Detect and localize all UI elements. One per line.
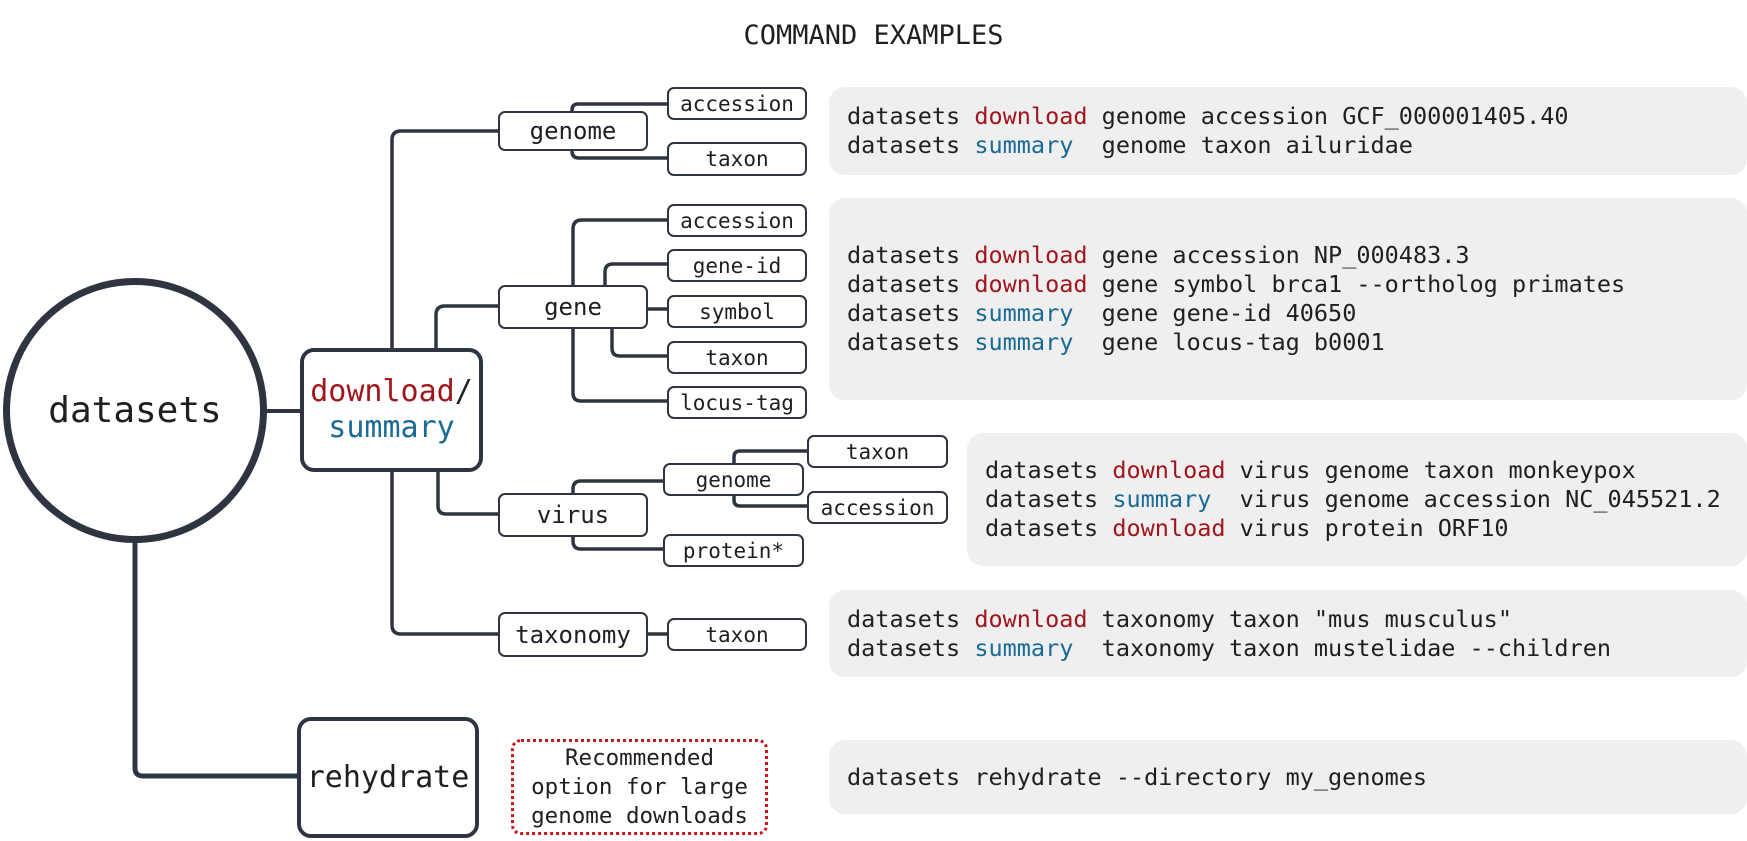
command-args: virus protein ORF10 [1225,514,1509,542]
command-line: datasets summary gene gene-id 40650 [847,299,1747,328]
gene-taxon-node: taxon [667,341,807,374]
command-args: virus genome accession NC_045521.2 [1211,485,1721,513]
gene-commands-panel: datasets download gene accession NP_0004… [829,198,1747,400]
command-prefix: datasets [847,299,975,327]
command-verb: download [974,102,1088,130]
virus-genome-taxon-label: taxon [845,439,910,464]
command-args: gene symbol brca1 --ortholog primates [1087,270,1626,298]
gene-accession-label: accession [680,208,794,233]
command-prefix: datasets [985,514,1113,542]
gene-taxon-label: taxon [705,345,769,370]
virus-genome-accession-node: accession [807,491,948,524]
taxonomy-taxon-label: taxon [705,622,769,647]
command-line: datasets download gene accession NP_0004… [847,241,1747,270]
gene-label: gene [544,293,602,321]
command-line: datasets download virus protein ORF10 [985,514,1747,543]
command-verb: download [1112,456,1226,484]
genome-label: genome [529,117,617,145]
genome-taxon-node: taxon [667,142,807,176]
command-verb: summary [974,299,1074,327]
command-args: genome taxon ailuridae [1073,131,1413,159]
command-prefix: datasets [847,633,975,662]
gene-symbol-label: symbol [699,299,775,324]
download-summary-node: download/ summary [300,348,483,472]
command-line: datasets summary taxonomy taxon mustelid… [847,634,1747,663]
virus-genome-accession-label: accession [820,495,935,520]
command-line: datasets download genome accession GCF_0… [847,102,1747,131]
command-args: taxonomy taxon "mus musculus" [1087,604,1512,633]
command-args: gene accession NP_000483.3 [1087,241,1470,269]
gene-accession-node: accession [667,204,807,237]
command-args: genome accession GCF_000001405.40 [1087,102,1569,130]
virus-protein-label: protein* [682,538,785,563]
command-verb: summary [974,633,1074,662]
command-prefix: datasets rehydrate --directory my_genome… [847,762,1428,791]
hub-line-1: download/ [310,374,473,410]
command-verb: summary [1112,485,1212,513]
command-prefix: datasets [985,456,1113,484]
taxonomy-node: taxonomy [498,612,648,657]
command-prefix: datasets [847,102,975,130]
command-prefix: datasets [847,241,975,269]
rehydrate-node: rehydrate [297,717,479,838]
slash-label: / [454,374,473,409]
download-label: download [310,374,455,409]
virus-label: virus [536,501,610,529]
command-args: gene gene-id 40650 [1073,299,1357,327]
gene-symbol-node: symbol [667,295,807,328]
rehydrate-commands-panel: datasets rehydrate --directory my_genome… [829,740,1747,814]
command-verb: summary [974,131,1074,159]
command-prefix: datasets [847,328,975,356]
command-line: datasets download taxonomy taxon "mus mu… [847,605,1747,634]
genome-commands-panel: datasets download genome accession GCF_0… [829,87,1747,175]
command-verb: download [974,604,1088,633]
virus-genome-node: genome [663,463,804,496]
gene-locus-tag-label: locus-tag [680,390,794,415]
command-prefix: datasets [847,604,975,633]
virus-genome-taxon-node: taxon [807,435,948,468]
genome-node: genome [498,111,648,151]
datasets-root-node: datasets [3,278,267,543]
root-label: datasets [48,390,222,431]
command-verb: summary [974,328,1074,356]
gene-node: gene [498,285,648,329]
command-args: virus genome taxon monkeypox [1225,456,1636,484]
command-line: datasets summary genome taxon ailuridae [847,131,1747,160]
command-prefix: datasets [847,270,975,298]
command-prefix: datasets [847,131,975,159]
command-line: datasets summary gene locus-tag b0001 [847,328,1747,357]
gene-id-node: gene-id [667,249,807,282]
command-verb: download [1112,514,1226,542]
gene-locus-tag-node: locus-tag [667,386,807,419]
gene-id-label: gene-id [692,253,782,278]
command-line: datasets download gene symbol brca1 --or… [847,270,1747,299]
virus-genome-label: genome [695,467,772,492]
command-args: taxonomy taxon mustelidae --children [1073,633,1612,662]
command-args: gene locus-tag b0001 [1073,328,1385,356]
genome-accession-label: accession [680,91,794,116]
command-verb: download [974,270,1088,298]
recommendation-note: Recommended option for large genome down… [511,739,768,835]
command-verb: download [974,241,1088,269]
command-line: datasets download virus genome taxon mon… [985,456,1747,485]
genome-accession-node: accession [667,87,807,120]
command-line: datasets summary virus genome accession … [985,485,1747,514]
rehydrate-label: rehydrate [306,760,470,795]
summary-label: summary [328,410,455,445]
command-line: datasets rehydrate --directory my_genome… [847,763,1747,792]
taxonomy-commands-panel: datasets download taxonomy taxon "mus mu… [829,590,1747,677]
virus-node: virus [498,493,648,537]
taxonomy-taxon-node: taxon [667,618,807,651]
command-prefix: datasets [985,485,1113,513]
genome-taxon-label: taxon [705,147,769,171]
virus-commands-panel: datasets download virus genome taxon mon… [967,433,1747,566]
taxonomy-label: taxonomy [515,620,631,649]
diagram-title: COMMAND EXAMPLES [743,20,1004,51]
virus-protein-node: protein* [663,534,804,567]
